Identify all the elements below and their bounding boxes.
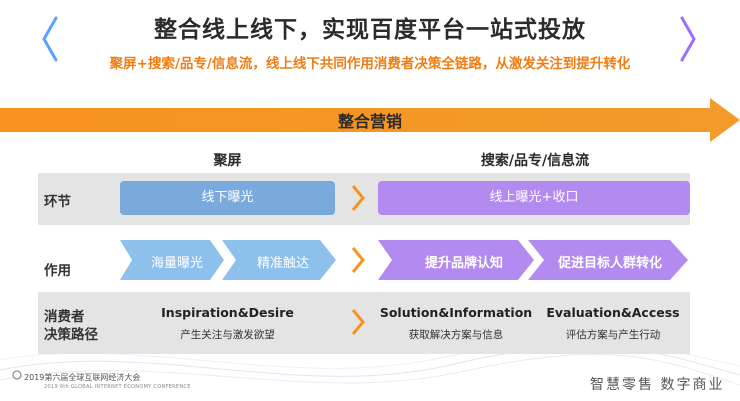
banner-label: 整合营销 xyxy=(337,112,402,131)
stage-inspiration-title: Inspiration&Desire xyxy=(161,305,294,320)
online-exposure-box: 线上曝光+收口 xyxy=(378,181,690,215)
page-subtitle: 聚屏+搜索/品专/信息流，线上线下共同作用消费者决策全链路，从激发关注到提升转化 xyxy=(109,56,631,72)
column-head-left: 聚屏 xyxy=(213,153,242,169)
column-head-right: 搜索/品专/信息流 xyxy=(480,153,590,169)
stage-evaluation-title: Evaluation&Access xyxy=(546,305,680,320)
offline-exposure-box: 线下曝光 xyxy=(120,181,335,215)
stage-inspiration-desc: 产生关注与激发欲望 xyxy=(180,329,275,341)
stage-evaluation-desc: 评估方案与产生行动 xyxy=(565,329,661,341)
footer-slogan: 智慧零售 数字商业 xyxy=(590,377,725,393)
row-label-path-line2: 决策路径 xyxy=(44,327,98,343)
integrated-marketing-arrow xyxy=(0,98,740,142)
conference-logo-icon xyxy=(12,370,22,380)
row-label-zuoyong: 作用 xyxy=(44,263,71,279)
right-steps-arrows xyxy=(378,240,688,280)
chevron-right-icon xyxy=(351,185,365,211)
conference-name-en: 2019 6th GLOBAL INTERNET ECONOMY CONFERE… xyxy=(44,384,191,390)
stage-solution-title: Solution&Information xyxy=(379,305,533,320)
left-steps-arrows xyxy=(120,240,336,280)
page-title: 整合线上线下，实现百度平台一站式投放 xyxy=(154,17,586,43)
conference-name: 2019第六届全球互联网经济大会 xyxy=(24,373,141,382)
row-label-path-line1: 消费者 xyxy=(44,309,85,325)
chevron-right-icon xyxy=(351,247,365,273)
step-precise-reach: 精准触达 xyxy=(256,256,309,271)
step-brand-awareness: 提升品牌认知 xyxy=(424,256,503,271)
stage-solution-desc: 获取解决方案与信息 xyxy=(408,329,504,341)
prev-chevron-icon[interactable] xyxy=(38,14,62,64)
next-chevron-icon[interactable] xyxy=(676,14,700,64)
row-label-huanjie: 环节 xyxy=(44,194,71,210)
step-target-conversion: 促进目标人群转化 xyxy=(557,256,662,271)
chevron-right-icon xyxy=(351,309,365,335)
step-mass-exposure: 海量曝光 xyxy=(150,256,203,271)
